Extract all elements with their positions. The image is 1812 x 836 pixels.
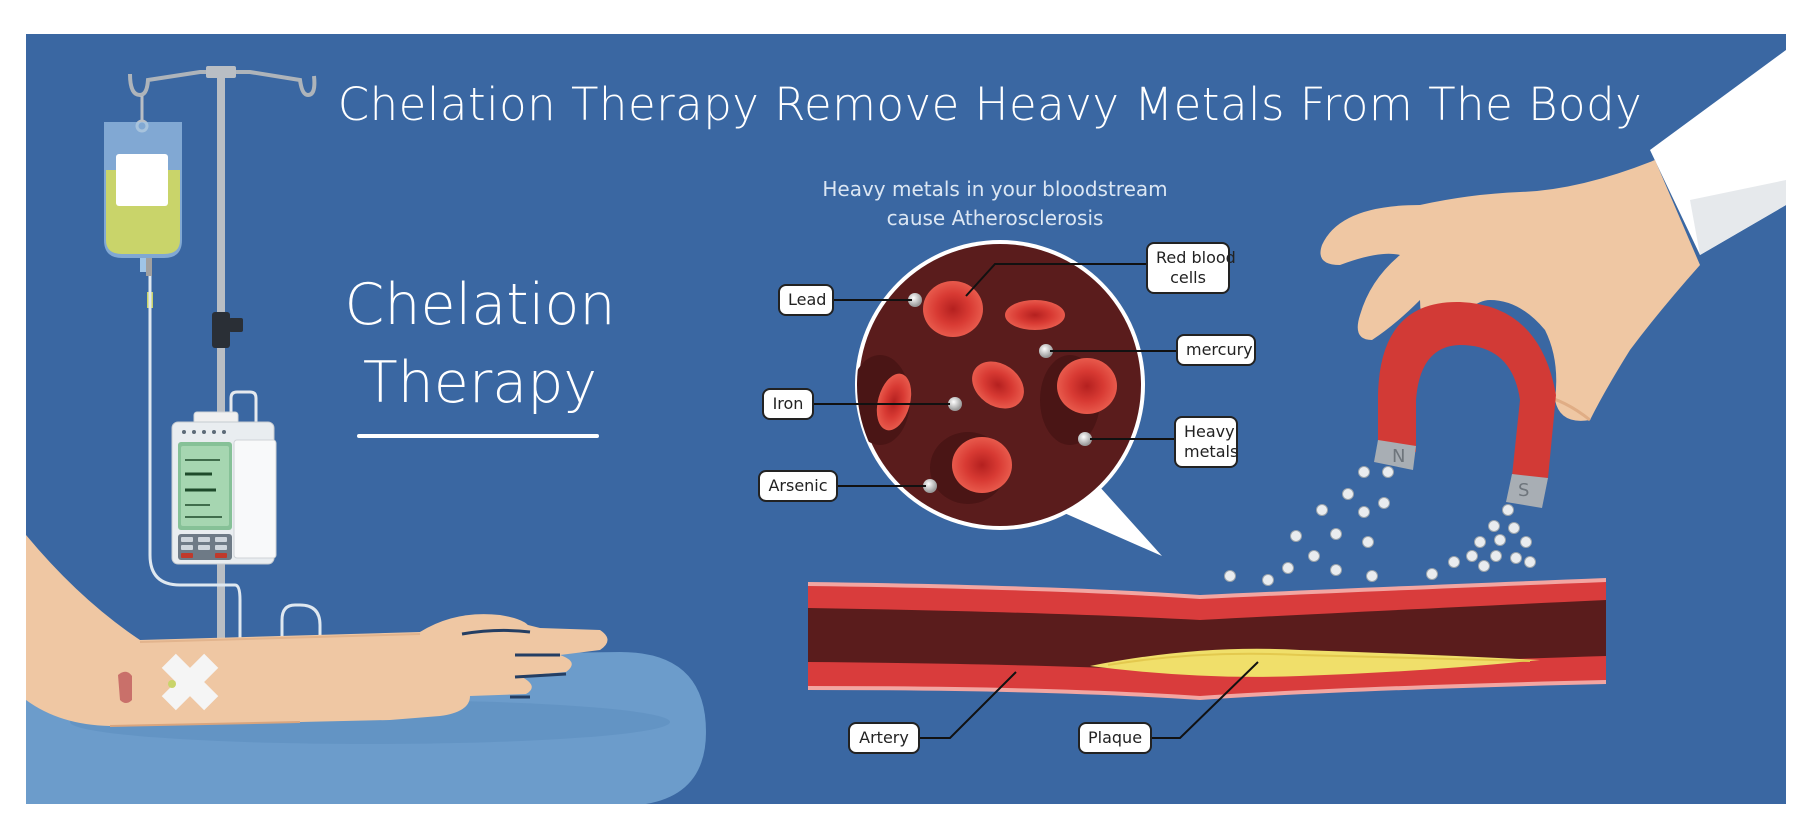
metal-particle xyxy=(1520,536,1532,548)
metal-particle xyxy=(1330,528,1342,540)
heading-underline xyxy=(357,434,599,438)
red-blood-cell xyxy=(1057,358,1117,414)
metal-particle xyxy=(1224,570,1236,582)
metal-particle xyxy=(1358,506,1370,518)
mercury-particle xyxy=(1039,344,1053,358)
metal-particle xyxy=(1490,550,1502,562)
metal-particle xyxy=(1524,556,1536,568)
metal-particle xyxy=(1502,504,1514,516)
metal-particle xyxy=(1478,560,1490,572)
label-red-blood-cells-line-2: cells xyxy=(1170,268,1206,287)
label-artery: Artery xyxy=(848,722,920,754)
infusion-pump xyxy=(171,411,277,565)
label-heavy-metals-line-2: metals xyxy=(1184,442,1239,461)
metal-particle xyxy=(1474,536,1486,548)
heavy-metal-particle xyxy=(1078,432,1092,446)
label-plaque: Plaque xyxy=(1078,722,1152,754)
lead-particle xyxy=(908,293,922,307)
iv-bag xyxy=(104,96,182,308)
metal-particle xyxy=(1426,568,1438,580)
label-iron: Iron xyxy=(762,388,814,420)
metal-particle xyxy=(1494,534,1506,546)
metal-particle xyxy=(1316,504,1328,516)
magnet-north-label: N xyxy=(1392,446,1405,467)
subtitle-line-2: cause Atherosclerosis xyxy=(886,206,1104,230)
bloodstream-zoom xyxy=(855,240,1162,556)
arsenic-particle xyxy=(923,479,937,493)
heading-line-2: Therapy xyxy=(362,350,598,416)
label-red-blood-cells-line-1: Red blood xyxy=(1156,248,1236,267)
callout-lines xyxy=(812,263,1259,739)
metal-particle xyxy=(1378,497,1390,509)
metal-particle xyxy=(1510,552,1522,564)
red-blood-cell xyxy=(952,437,1012,493)
metal-particle xyxy=(1362,536,1374,548)
metal-particle xyxy=(1508,522,1520,534)
metal-particle xyxy=(1366,570,1378,582)
doctor-hand xyxy=(1320,50,1786,422)
metal-particle xyxy=(1262,574,1274,586)
subtitle-line-1: Heavy metals in your bloodstream xyxy=(822,177,1168,201)
horseshoe-magnet: N S xyxy=(1374,301,1556,508)
metal-particle xyxy=(1308,550,1320,562)
label-arsenic: Arsenic xyxy=(758,470,838,502)
metal-particle xyxy=(1466,550,1478,562)
label-lead: Lead xyxy=(778,284,834,316)
heading-line-1: Chelation xyxy=(344,272,616,338)
red-blood-cell xyxy=(876,373,912,431)
metal-particle xyxy=(1282,562,1294,574)
artery xyxy=(808,578,1606,700)
iv-pole xyxy=(128,66,317,645)
metal-particle xyxy=(1488,520,1500,532)
page-title: Chelation Therapy Remove Heavy Metals Fr… xyxy=(337,78,1643,131)
metal-particle xyxy=(1382,466,1394,478)
red-blood-cell xyxy=(972,361,1024,409)
metal-particle xyxy=(1330,564,1342,576)
label-heavy-metals: Heavy metals xyxy=(1174,416,1238,468)
metal-particle xyxy=(1290,530,1302,542)
metal-particle xyxy=(1448,556,1460,568)
metal-particle xyxy=(1358,466,1370,478)
red-blood-cell xyxy=(923,281,983,337)
patient-arm xyxy=(26,535,608,727)
iron-particle xyxy=(948,397,962,411)
label-mercury: mercury xyxy=(1176,334,1256,366)
iv-tape xyxy=(161,653,219,711)
label-heavy-metals-line-1: Heavy xyxy=(1184,422,1235,441)
magnet-south-label: S xyxy=(1518,480,1529,501)
label-red-blood-cells: Red blood cells xyxy=(1146,242,1236,294)
red-blood-cell xyxy=(1005,300,1065,330)
metal-particle xyxy=(1342,488,1354,500)
diagram-subtitle: Heavy metals in your bloodstream cause A… xyxy=(770,175,1220,233)
